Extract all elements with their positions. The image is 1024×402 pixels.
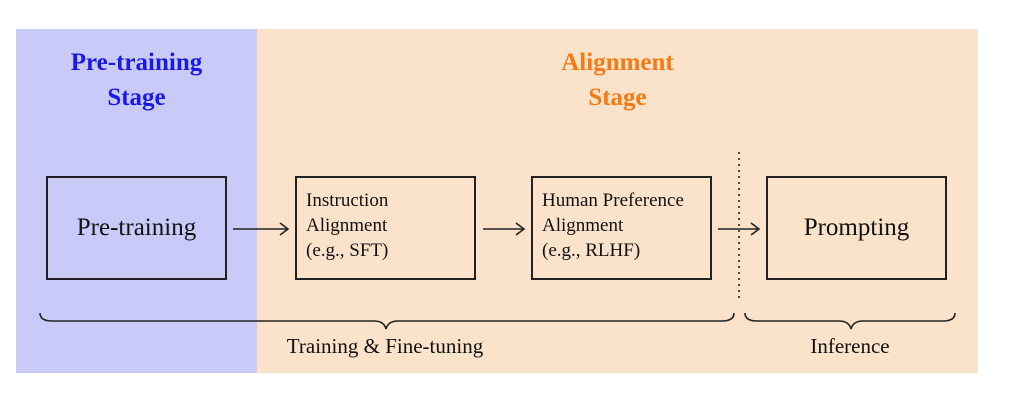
human-preference-line1: Human Preference (542, 190, 684, 211)
arrow-preference-to-prompting (718, 222, 761, 236)
instruction-alignment-line2: Alignment (306, 215, 388, 236)
pretraining-stage-title-line1: Pre-training (70, 49, 203, 76)
inference-brace (744, 312, 956, 330)
instruction-alignment-line1: Instruction (306, 190, 389, 211)
arrow-instruction-to-preference (483, 222, 526, 236)
training-finetuning-label: Training & Fine-tuning (286, 334, 484, 358)
alignment-stage-title-line1: Alignment (561, 49, 674, 76)
inference-label: Inference (810, 334, 890, 358)
pretraining-box: Pre-training (46, 176, 227, 280)
human-preference-line2: Alignment (542, 215, 624, 236)
instruction-alignment-line3: (e.g., SFT) (306, 240, 389, 261)
pretraining-stage-panel (16, 29, 257, 373)
pretraining-stage-title: Pre-training Stage (16, 45, 257, 115)
alignment-stage-panel (257, 29, 978, 373)
prompting-box: Prompting (766, 176, 947, 280)
human-preference-alignment-box: Human Preference Alignment (e.g., RLHF) (531, 176, 712, 280)
pretraining-stage-title-line2: Stage (107, 84, 166, 111)
pretraining-box-label: Pre-training (76, 214, 197, 241)
alignment-stage-title-line2: Stage (588, 84, 647, 111)
human-preference-line3: (e.g., RLHF) (542, 240, 641, 261)
alignment-stage-title: Alignment Stage (257, 45, 978, 115)
arrow-pretraining-to-instruction (233, 222, 290, 236)
prompting-box-label: Prompting (803, 214, 910, 241)
training-brace (39, 312, 735, 330)
instruction-alignment-box: Instruction Alignment (e.g., SFT) (295, 176, 476, 280)
